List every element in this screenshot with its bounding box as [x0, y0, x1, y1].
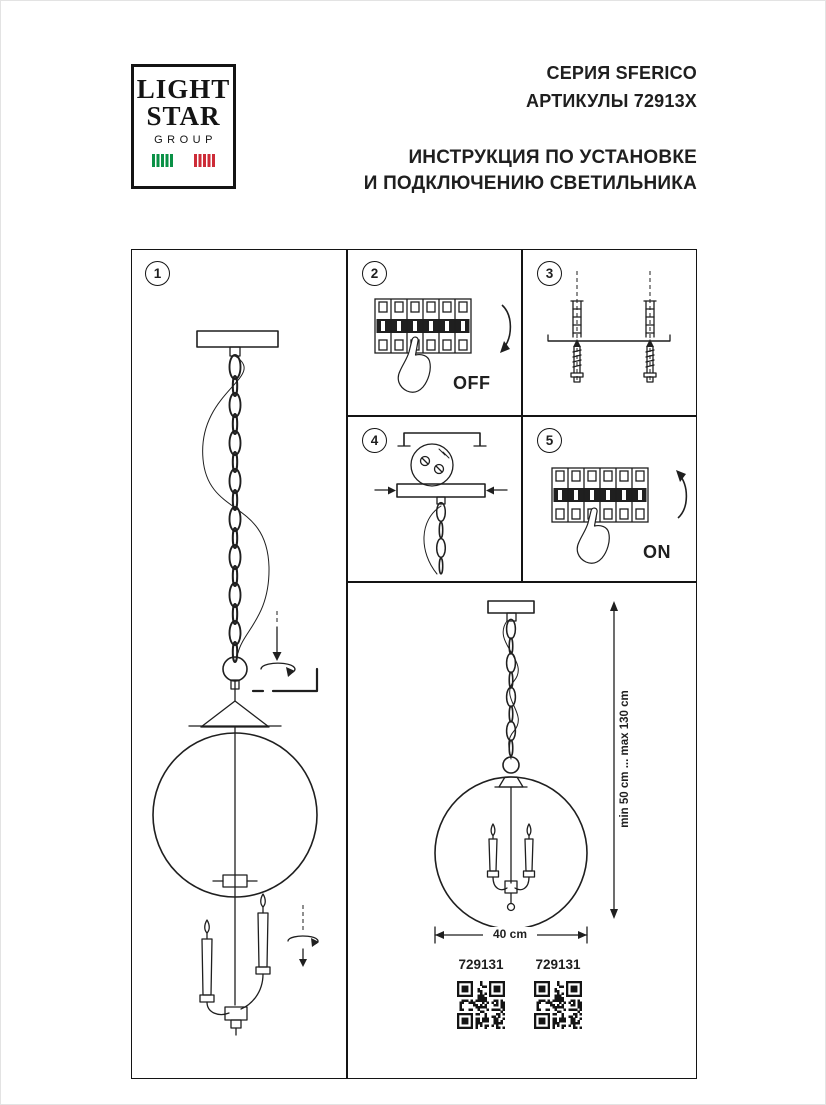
candle-arms — [199, 893, 271, 1036]
candelabra — [486, 823, 536, 912]
installed-lamp-diagram — [434, 600, 618, 944]
step-4-number: 4 — [362, 428, 387, 453]
step-5-number: 5 — [537, 428, 562, 453]
cord — [423, 505, 442, 575]
anchor-screw-left — [570, 271, 584, 383]
on-label: ON — [643, 542, 671, 562]
circuit-breaker — [375, 299, 471, 353]
height-dimension-line — [610, 601, 618, 919]
step-1-number: 1 — [145, 261, 170, 286]
articles-title: АРТИКУЛЫ 72913X — [526, 91, 697, 111]
breaker-off-diagram — [347, 249, 512, 393]
pendant-parts-diagram — [152, 330, 319, 1036]
header: СЕРИЯ SFERICO АРТИКУЛЫ 72913X ИНСТРУКЦИЯ… — [301, 59, 697, 197]
header-spacer — [301, 115, 697, 145]
grid-divider-vertical-1 — [346, 250, 348, 1078]
crossbar-with-arrows — [374, 483, 508, 505]
circuit-breaker — [552, 468, 648, 522]
diameter-label: 40 cm — [483, 927, 537, 941]
sphere-hub — [212, 874, 258, 888]
flag-green-stripe — [151, 154, 173, 167]
ceiling-plate — [196, 330, 279, 357]
bracket-mounting-diagram — [374, 432, 508, 575]
cone-canopy — [188, 680, 282, 728]
series-title: СЕРИЯ SFERICO — [546, 63, 697, 83]
step-3-number: 3 — [537, 261, 562, 286]
switch-up-arrow-icon — [676, 470, 688, 519]
grid-divider-horizontal-1 — [346, 415, 696, 417]
anchor-screw-right — [643, 271, 657, 383]
grid-divider-horizontal-2 — [346, 581, 696, 583]
logo-text-star: STAR — [146, 101, 221, 131]
breaker-on-diagram — [522, 416, 688, 564]
screws-detail-magnifier — [410, 443, 454, 487]
chain — [435, 501, 447, 575]
steps-grid-frame — [131, 249, 697, 1079]
flag-white-stripe — [172, 154, 195, 167]
mounting-bracket — [397, 432, 487, 447]
ceiling-plate — [487, 600, 535, 622]
candle-rotation-arrow-icon — [287, 905, 319, 967]
chain — [228, 354, 242, 663]
anchors-diagram — [547, 271, 671, 383]
logo-text-group: GROUP — [154, 134, 217, 146]
instruction-title-line1: ИНСТРУКЦИЯ ПО УСТАНОВКЕ — [408, 147, 697, 168]
ceiling-line — [547, 334, 671, 342]
hex-key-icon — [251, 667, 319, 693]
article-code-1: 729131 — [458, 957, 504, 972]
article-code-2: 729131 — [535, 957, 581, 972]
ring — [502, 756, 520, 774]
logo-text-light: LIGHT — [136, 74, 231, 104]
qr-code-1 — [457, 981, 505, 1029]
step-2-number: 2 — [362, 261, 387, 286]
qr-code-2 — [534, 981, 582, 1029]
cord — [502, 620, 519, 760]
flag-red-stripe — [194, 154, 216, 167]
italian-flag-icon — [151, 154, 216, 167]
lightstar-logo: LIGHT STAR GROUP — [131, 64, 236, 189]
switch-down-arrow-icon — [500, 304, 512, 353]
rotation-arrow-icon — [260, 611, 296, 677]
instruction-title-line2: И ПОДКЛЮЧЕНИЮ СВЕТИЛЬНИКА — [363, 173, 697, 194]
off-label: OFF — [453, 373, 491, 393]
height-range-label: min 50 cm ... max 130 cm — [619, 690, 631, 828]
